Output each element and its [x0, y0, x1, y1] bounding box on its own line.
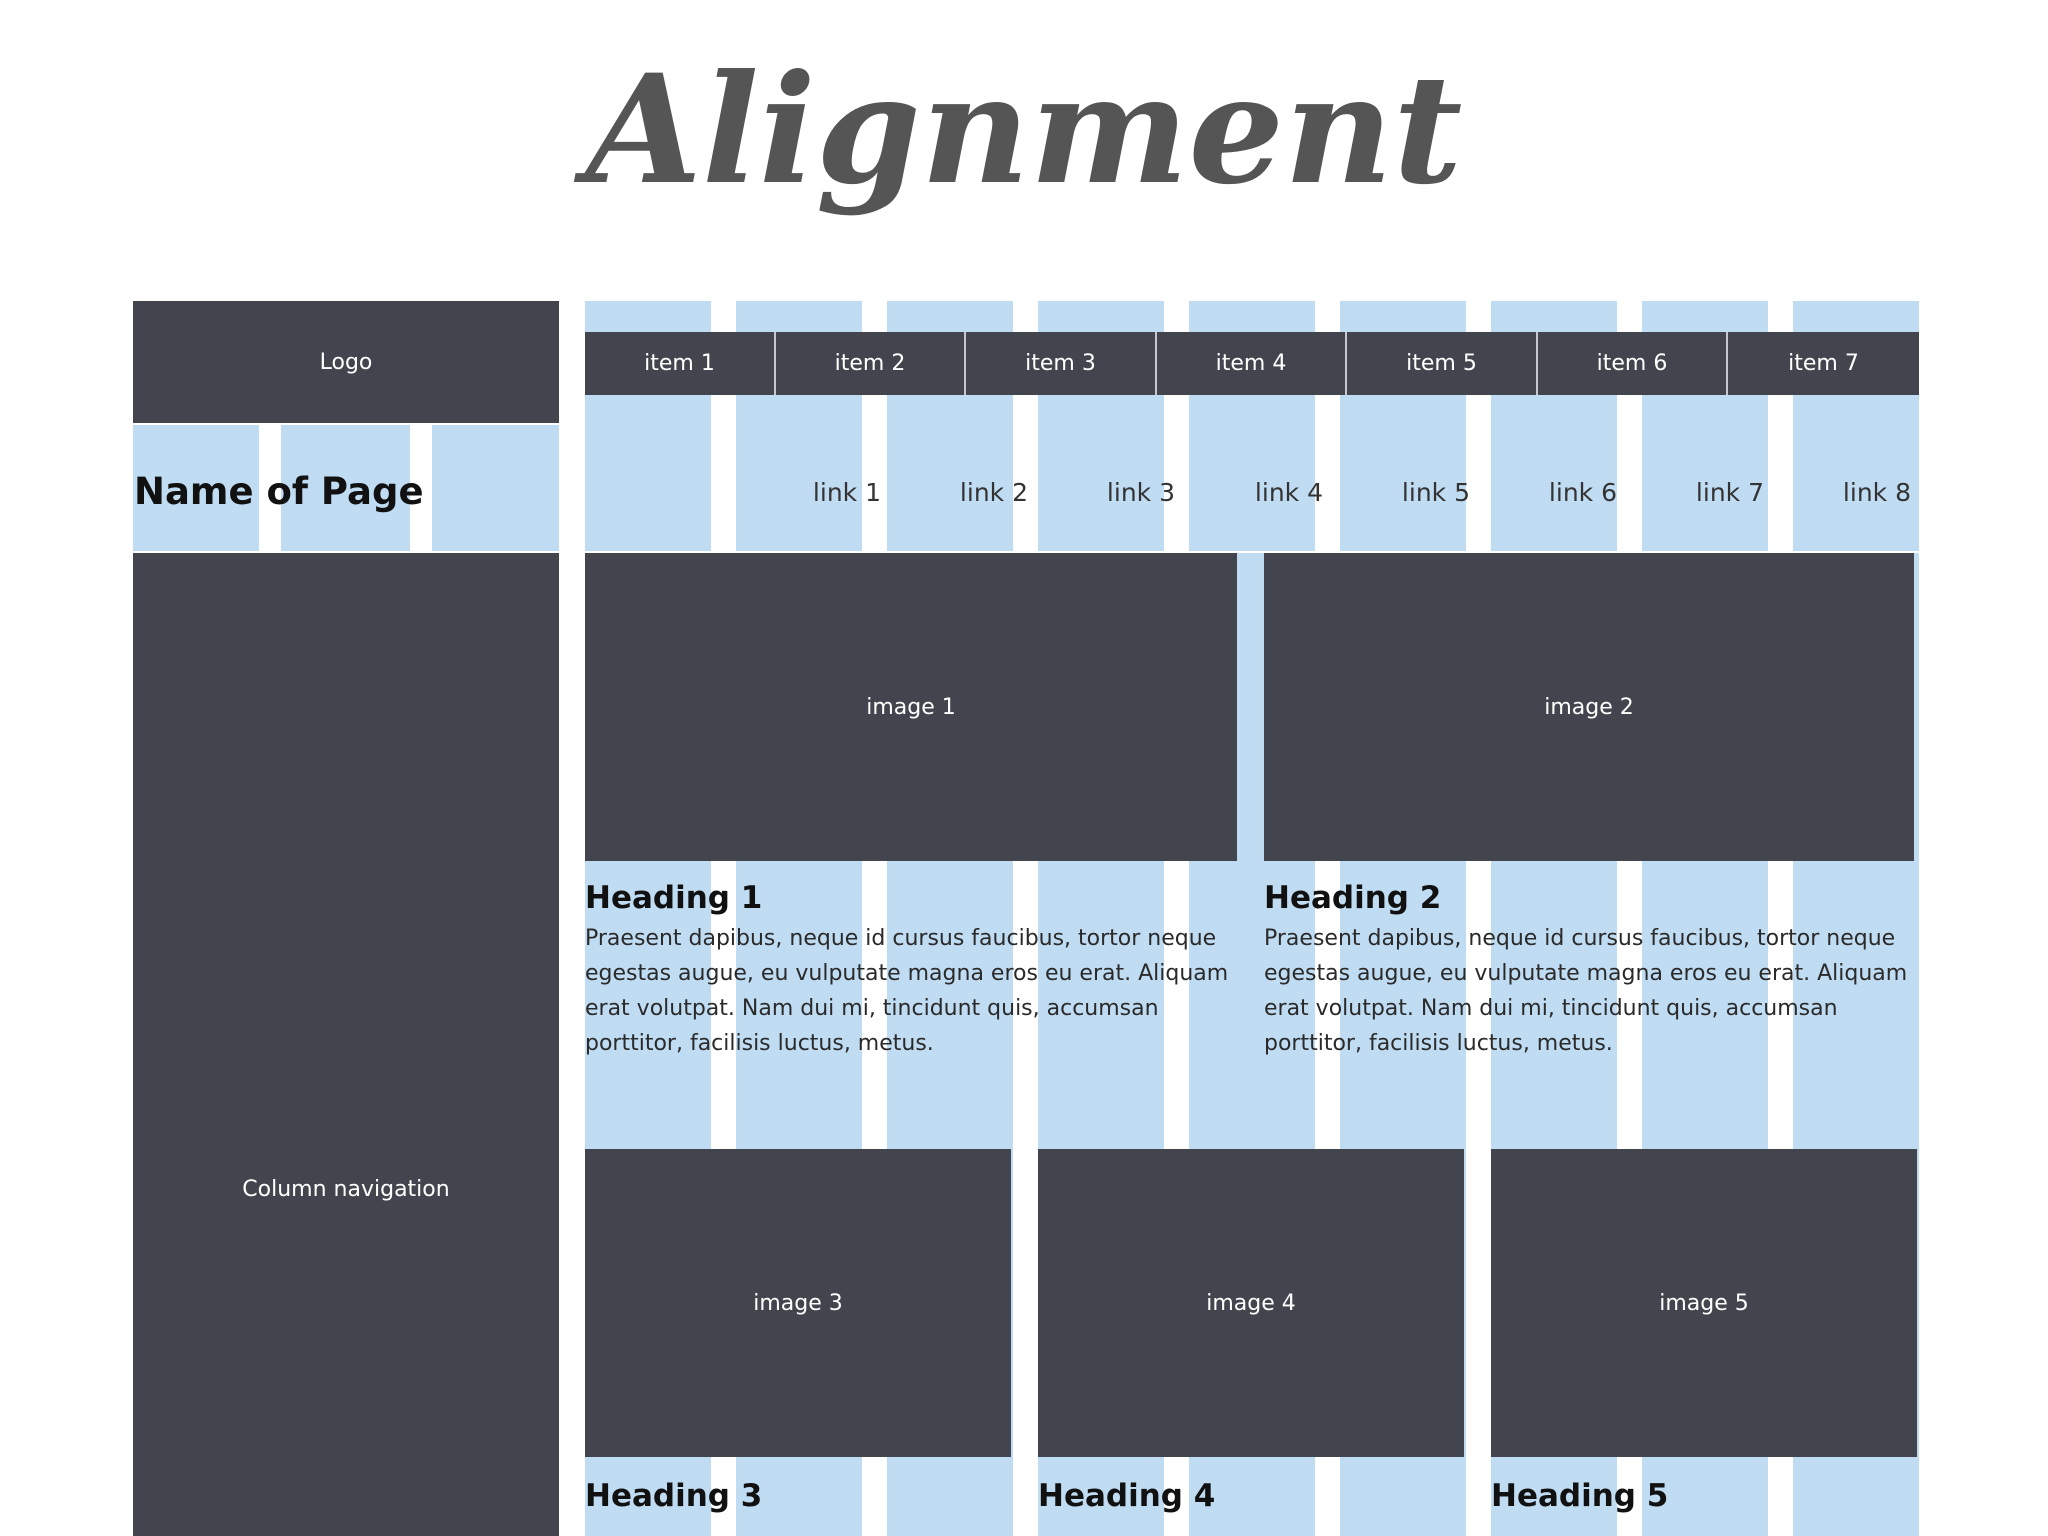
heading-3: Heading 3 — [585, 1478, 763, 1514]
nav-item-6[interactable]: item 6 — [1538, 332, 1728, 395]
image-4-label: image 4 — [1206, 1290, 1296, 1316]
link-8[interactable]: link 8 — [1842, 478, 1911, 507]
header-band — [133, 425, 559, 551]
link-3[interactable]: link 3 — [1106, 478, 1175, 507]
image-2-placeholder: image 2 — [1264, 553, 1914, 861]
image-1-label: image 1 — [866, 694, 956, 720]
page-name-heading: Name of Page — [134, 470, 424, 513]
logo-box[interactable]: Logo — [133, 301, 559, 423]
band-gap — [585, 551, 1919, 553]
band-gap — [559, 301, 585, 1536]
teaser-4: Heading 4 — [1038, 1478, 1468, 1515]
heading-5: Heading 5 — [1491, 1478, 1669, 1514]
slide-title: Alignment — [585, 42, 1463, 218]
image-2-label: image 2 — [1544, 694, 1634, 720]
nav-item-2[interactable]: item 2 — [776, 332, 966, 395]
nav-item-1[interactable]: item 1 — [585, 332, 776, 395]
nav-item-5[interactable]: item 5 — [1347, 332, 1538, 395]
heading-2: Heading 2 — [1264, 880, 1442, 916]
heading-1: Heading 1 — [585, 880, 763, 916]
image-3-label: image 3 — [753, 1290, 843, 1316]
column-navigation-label: Column navigation — [242, 1177, 450, 1202]
image-5-placeholder: image 5 — [1491, 1149, 1917, 1457]
heading-4: Heading 4 — [1038, 1478, 1216, 1514]
link-7[interactable]: link 7 — [1695, 478, 1764, 507]
teaser-1-body: Praesent dapibus, neque id cursus faucib… — [585, 926, 1229, 1057]
teaser-1: Heading 1 Praesent dapibus, neque id cur… — [585, 880, 1245, 1061]
link-2[interactable]: link 2 — [959, 478, 1028, 507]
teaser-2-body: Praesent dapibus, neque id cursus faucib… — [1264, 926, 1908, 1057]
link-6[interactable]: link 6 — [1548, 478, 1617, 507]
image-3-placeholder: image 3 — [585, 1149, 1011, 1457]
image-1-placeholder: image 1 — [585, 553, 1237, 861]
nav-item-7[interactable]: item 7 — [1728, 332, 1919, 395]
nav-item-3[interactable]: item 3 — [966, 332, 1157, 395]
link-1[interactable]: link 1 — [812, 478, 881, 507]
link-5[interactable]: link 5 — [1401, 478, 1470, 507]
image-5-label: image 5 — [1659, 1290, 1749, 1316]
teaser-3: Heading 3 — [585, 1478, 1015, 1515]
nav-item-4[interactable]: item 4 — [1157, 332, 1347, 395]
teaser-2: Heading 2 Praesent dapibus, neque id cur… — [1264, 880, 1924, 1061]
band-gap — [259, 425, 281, 551]
link-4[interactable]: link 4 — [1254, 478, 1323, 507]
teaser-5: Heading 5 — [1491, 1478, 1921, 1515]
logo-label: Logo — [319, 349, 373, 375]
band-gap — [410, 425, 432, 551]
image-4-placeholder: image 4 — [1038, 1149, 1464, 1457]
column-navigation[interactable]: Column navigation — [133, 553, 559, 1536]
